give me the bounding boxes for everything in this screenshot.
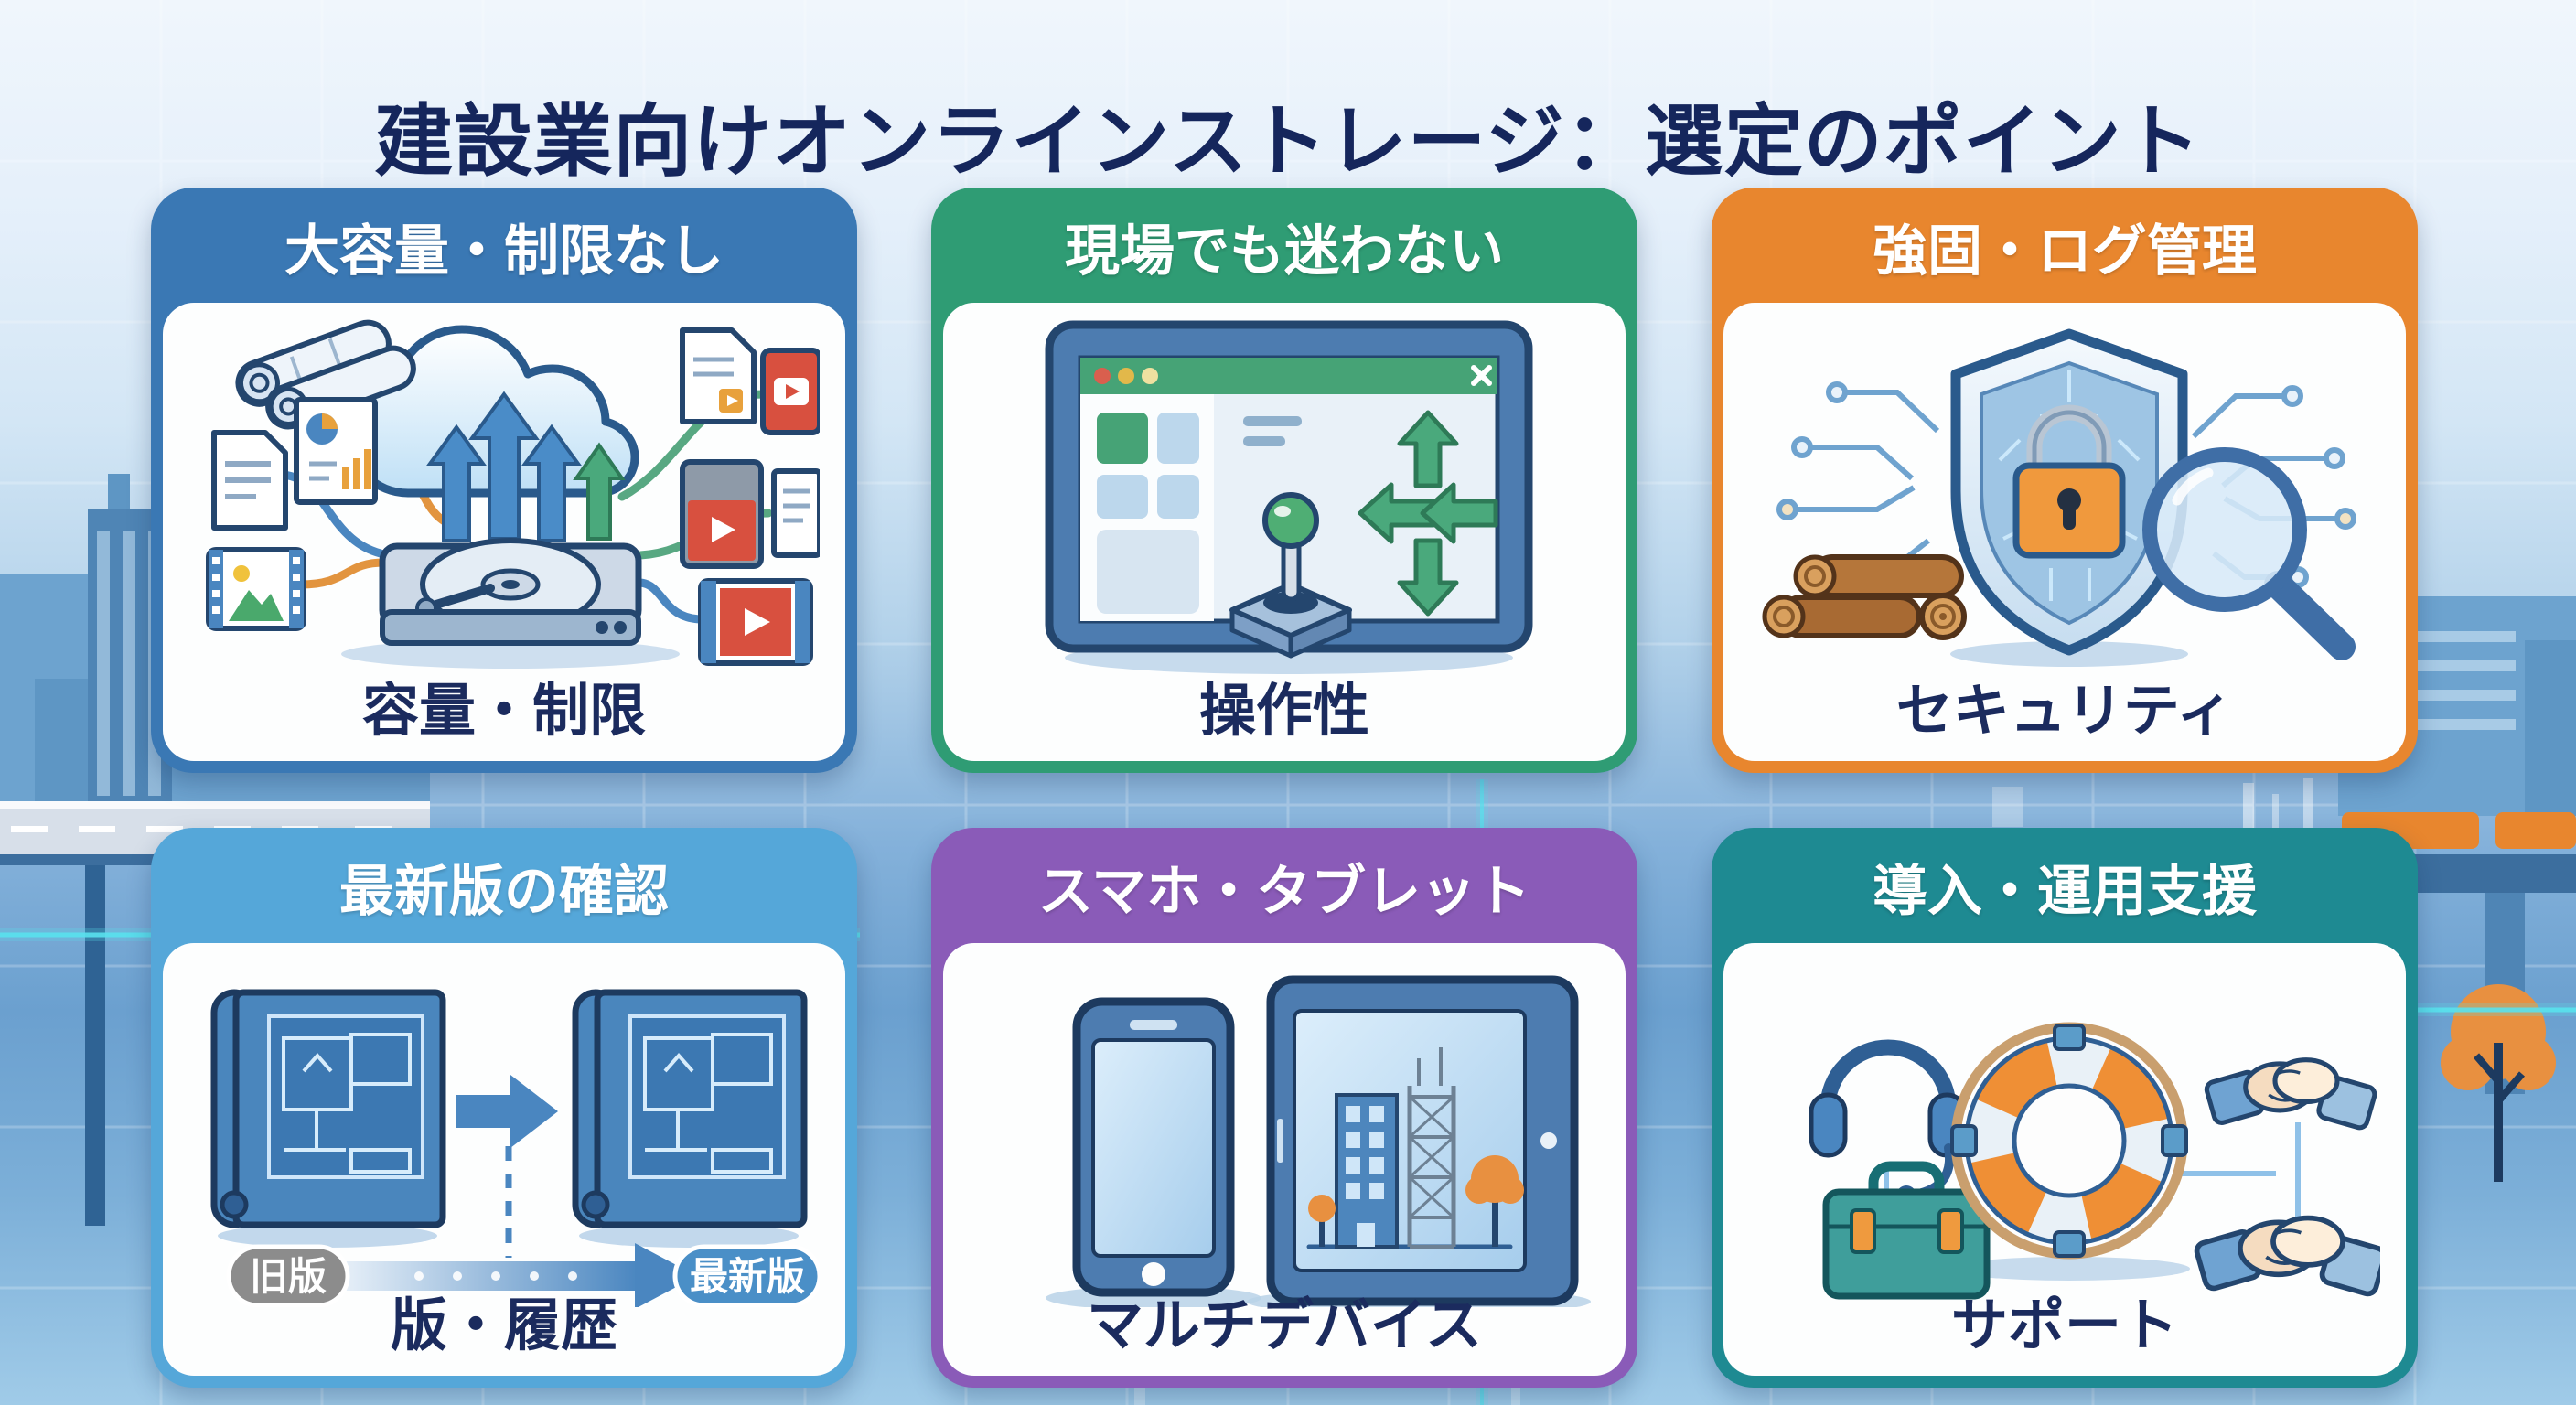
card-versioning-body: 旧版 最新版 版・履歴 — [163, 943, 845, 1376]
card-usability-header: 現場でも迷わない — [1065, 219, 1504, 284]
card-multidevice: スマホ・タブレット — [931, 828, 1637, 1388]
page-title: 建設業向けオンラインストレージ：選定のポイント — [374, 95, 2202, 188]
shadow — [1948, 1257, 2190, 1281]
joystick — [1229, 492, 1352, 659]
headset-icon — [1809, 1039, 1967, 1206]
card-usability: 現場でも迷わない — [931, 188, 1637, 773]
filmstrip-image-icon — [206, 547, 306, 631]
shield-lock-logs-magnifier-icon — [1762, 328, 2356, 667]
card-security-label: セキュリティ — [1895, 677, 2234, 744]
card-multidevice-label: マルチデバイス — [1086, 1292, 1483, 1358]
old-version-badge: 旧版 — [226, 1244, 350, 1307]
card-capacity-header: 大容量・制限なし — [284, 219, 724, 284]
logs-icon — [1762, 554, 1967, 640]
document-icon — [211, 430, 288, 531]
svg-text:旧版: 旧版 — [250, 1254, 327, 1299]
timeline-arrow — [344, 1243, 697, 1307]
magnifier-icon — [2142, 447, 2356, 660]
filmstrip-video-icon — [698, 578, 813, 666]
card-multidevice-body: マルチデバイス — [943, 943, 1626, 1376]
app-window-joystick-icon — [1045, 320, 1533, 674]
card-capacity-body: 容量・制限 — [163, 303, 845, 761]
chart-document-icon — [294, 397, 378, 505]
document-play-icon — [680, 327, 757, 424]
smartphone-tablet-icon — [1046, 975, 1591, 1307]
card-security: 強固・ログ管理 — [1712, 188, 2418, 773]
version-arrow-icon — [456, 1075, 558, 1148]
window-close-icon — [1471, 365, 1492, 386]
support-lifering-handshake-icon — [1809, 1022, 2380, 1300]
tablet-icon — [1266, 975, 1579, 1306]
card-capacity-label: 容量・制限 — [361, 677, 646, 744]
card-support-header: 導入・運用支援 — [1873, 859, 2257, 924]
card-multidevice-header: スマホ・タブレット — [1037, 859, 1531, 924]
direction-arrows-icon — [1358, 410, 1498, 617]
padlock-icon — [2012, 404, 2126, 559]
toolbox-icon — [1822, 1161, 1991, 1300]
card-security-body: セキュリティ — [1723, 303, 2406, 761]
window-titlebar — [1080, 358, 1497, 394]
smartphone-icon — [1072, 997, 1235, 1297]
window-dot-red-icon — [1094, 368, 1111, 384]
card-security-header: 強固・ログ管理 — [1873, 219, 2257, 284]
card-support-label: サポート — [1950, 1292, 2178, 1358]
handshake-icon — [2205, 1060, 2377, 1130]
card-usability-label: 操作性 — [1198, 677, 1369, 744]
blueprint-scroll-new — [572, 989, 808, 1248]
card-support: 導入・運用支援 — [1712, 828, 2418, 1388]
card-support-body: サポート — [1723, 943, 2406, 1376]
window-dot-yellow-icon — [1118, 368, 1134, 384]
shadow — [341, 639, 680, 669]
card-capacity: 大容量・制限なし — [151, 188, 857, 773]
card-versioning: 最新版の確認 — [151, 828, 857, 1388]
new-version-badge: 最新版 — [672, 1244, 820, 1307]
document-icon — [771, 468, 820, 558]
card-usability-body: 操作性 — [943, 303, 1626, 761]
blueprint-version-compare-icon: 旧版 最新版 — [210, 989, 820, 1307]
upload-arrows — [426, 391, 626, 542]
video-file-icon — [760, 348, 820, 435]
video-file-icon — [680, 459, 764, 569]
card-versioning-header: 最新版の確認 — [339, 859, 669, 924]
blueprint-scroll-old — [210, 989, 446, 1248]
svg-text:最新版: 最新版 — [690, 1254, 805, 1299]
menu-lines — [1243, 416, 1302, 446]
window-sidebar — [1080, 394, 1214, 621]
card-versioning-label: 版・履歴 — [390, 1292, 617, 1358]
life-ring-icon — [1950, 1022, 2188, 1260]
cloud-upload-storage-icon — [206, 319, 820, 669]
construction-site-scene — [1306, 1047, 1524, 1249]
window-dot-pale-icon — [1142, 368, 1158, 384]
hard-drive — [379, 538, 642, 646]
